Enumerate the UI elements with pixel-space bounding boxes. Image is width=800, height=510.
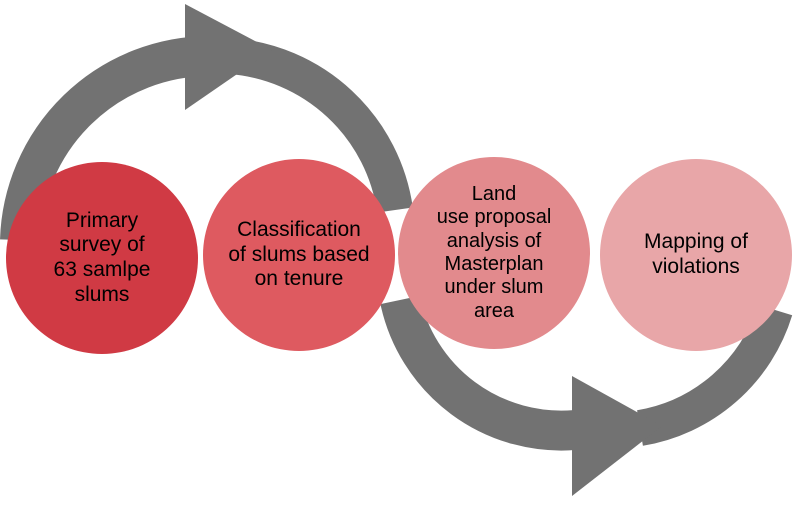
lower-curved-arrow: [380, 295, 577, 451]
step-circle-mapping-violations: Mapping of violations: [600, 159, 792, 351]
step-circle-land-use-analysis: Land use proposal analysis of Masterplan…: [398, 157, 590, 349]
step-circle-classification: Classification of slums based on tenure: [203, 159, 395, 351]
upper-arrowhead: [185, 4, 272, 110]
step-label: Land use proposal analysis of Masterplan…: [436, 182, 552, 322]
step-label: Mapping of violations: [644, 230, 748, 278]
upper-curved-arrow-shaft-right: [228, 38, 413, 213]
step-circle-primary-survey: Primary survey of 63 samlpe slums: [6, 162, 198, 354]
step-label: Primary survey of 63 samlpe slums: [53, 208, 151, 306]
step-label: Classification of slums based on tenure: [228, 218, 370, 291]
lower-arrowhead: [572, 376, 662, 496]
lower-curved-arrow-right: [636, 304, 793, 446]
